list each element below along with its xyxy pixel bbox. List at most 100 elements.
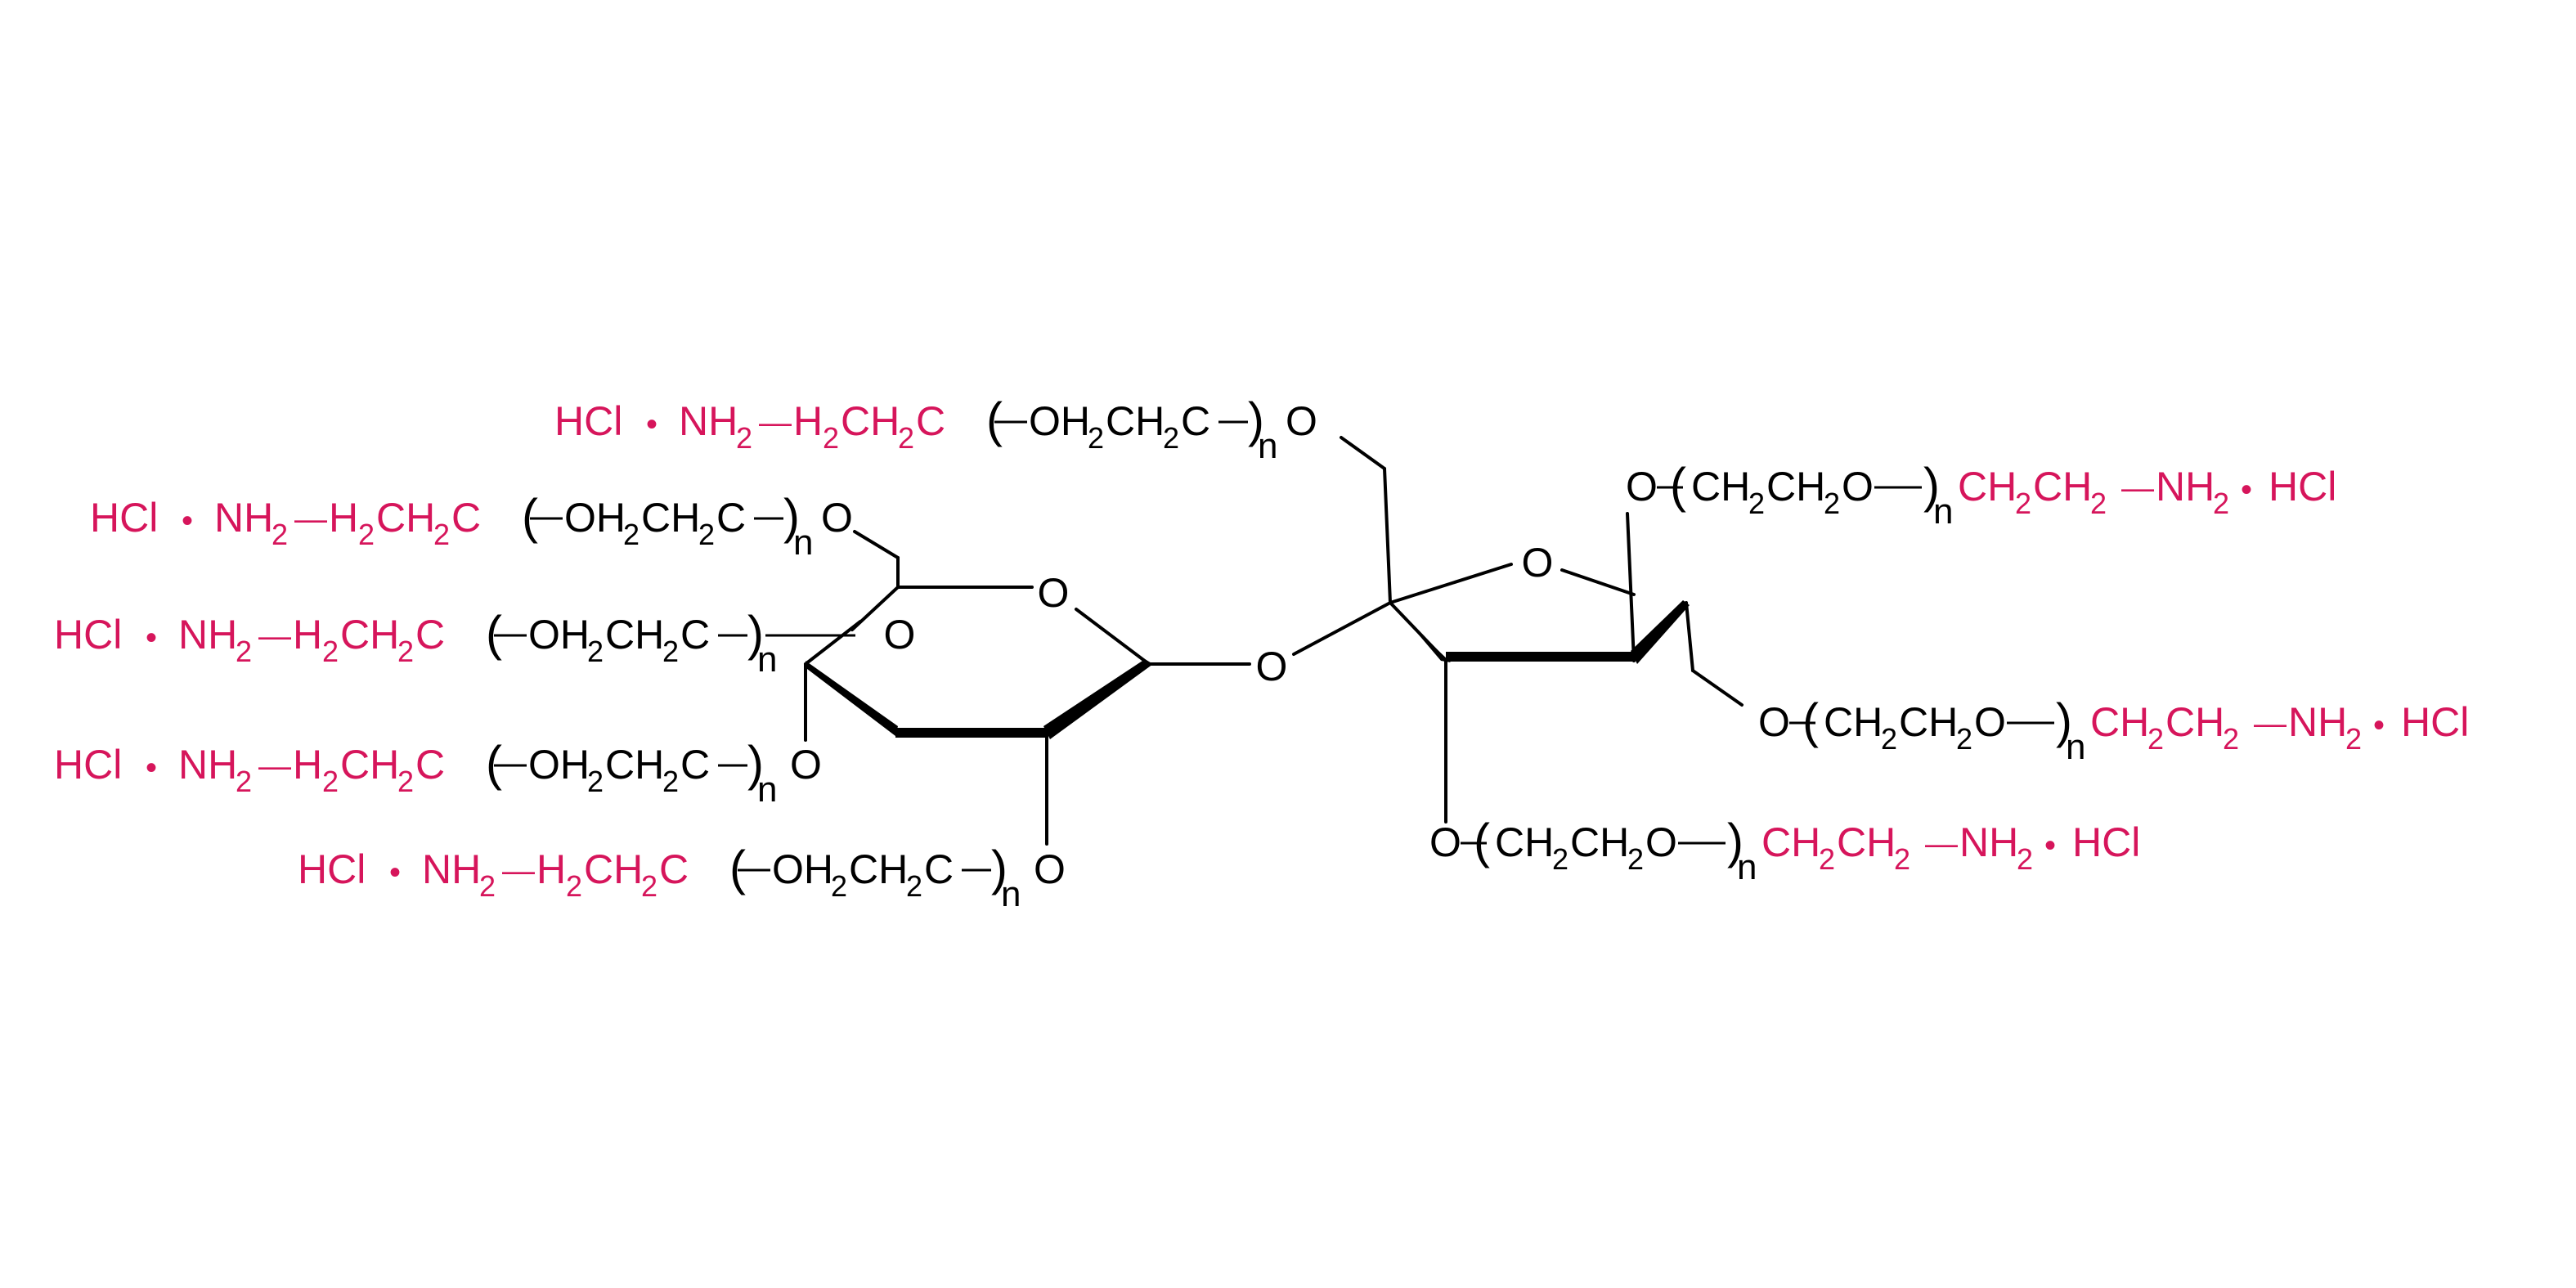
ch-sub: 2 bbox=[2147, 722, 2164, 756]
ring-atoms: O O O O bbox=[884, 540, 1554, 689]
oh-label: OH bbox=[528, 742, 590, 788]
ch-label: CH bbox=[605, 612, 664, 657]
hcl-label: HCl bbox=[90, 495, 158, 541]
bold-bond-c3-c2 bbox=[895, 728, 1047, 738]
open-paren: ( bbox=[1802, 693, 1819, 748]
right-arm-2: O ( CH 2 CH 2 O ) n CH 2 CH 2 — NH 2 • H… bbox=[1758, 693, 2469, 767]
close-paren: ) bbox=[747, 606, 764, 661]
h-label: H bbox=[293, 742, 322, 788]
nh-sub: 2 bbox=[272, 518, 288, 551]
oh-label: OH bbox=[772, 846, 833, 892]
h-sub: 2 bbox=[358, 518, 375, 551]
dot: • bbox=[2373, 707, 2385, 743]
c-label: C bbox=[916, 398, 945, 444]
left-arm-4: HCl • NH 2 — H 2 CH 2 C ( OH 2 CH 2 C ) … bbox=[54, 736, 822, 810]
nh-sub: 2 bbox=[236, 765, 252, 798]
n-sub: n bbox=[757, 640, 777, 680]
bond-dash: — bbox=[258, 618, 291, 654]
oh-label: OH bbox=[564, 495, 626, 541]
ch-label-2: CH bbox=[1570, 819, 1629, 865]
nh-sub: 2 bbox=[2017, 842, 2033, 876]
ch-sub: 2 bbox=[698, 518, 715, 551]
ch-sub: 2 bbox=[641, 869, 657, 903]
peg-unit: ( OH 2 CH 2 C ) n O bbox=[486, 736, 822, 810]
ch-label: CH bbox=[2090, 699, 2149, 745]
bond-c5f-c6f bbox=[1685, 601, 1694, 672]
open-paren: ( bbox=[1474, 814, 1490, 868]
oh-sub: 2 bbox=[831, 869, 847, 903]
arm-suffix: CH 2 CH 2 — NH 2 • HCl bbox=[1958, 464, 2336, 520]
ch-label-2: CH bbox=[1899, 699, 1958, 745]
o-label: O bbox=[1645, 819, 1677, 865]
peg-unit: ( OH 2 CH 2 C ) n O bbox=[522, 489, 853, 563]
ch-sub: 2 bbox=[397, 635, 414, 668]
bond-c5f-o6f bbox=[1626, 512, 1636, 662]
n-sub: n bbox=[793, 523, 813, 563]
oh-sub: 2 bbox=[1088, 421, 1104, 455]
close-paren: ) bbox=[991, 841, 1008, 895]
c-label: C bbox=[716, 495, 746, 541]
h-label: H bbox=[536, 846, 566, 892]
n-sub: n bbox=[2066, 727, 2085, 767]
ch-sub: 2 bbox=[2015, 487, 2031, 520]
bond-o5-c1 bbox=[1075, 608, 1151, 666]
o-label: O bbox=[1974, 699, 2006, 745]
o-label: O bbox=[1842, 464, 1874, 509]
h-sub: 2 bbox=[322, 635, 339, 668]
ch-sub: 2 bbox=[662, 765, 679, 798]
oxygen: O bbox=[1626, 464, 1658, 509]
left-arm-3: HCl • NH 2 — H 2 CH 2 C ( OH 2 CH 2 C ) … bbox=[54, 606, 855, 680]
bond-c1f-o bbox=[1340, 436, 1386, 470]
close-paren: ) bbox=[1248, 393, 1264, 447]
oxygen: O bbox=[1429, 819, 1461, 865]
dot: • bbox=[2241, 472, 2252, 508]
c-label: C bbox=[924, 846, 954, 892]
h-sub: 2 bbox=[823, 421, 839, 455]
bond-o5f-c5f bbox=[1560, 568, 1636, 596]
ch-label: CH bbox=[849, 846, 908, 892]
close-paren: ) bbox=[2056, 693, 2072, 748]
close-paren: ) bbox=[783, 489, 800, 544]
ch-label: CH bbox=[605, 742, 664, 788]
nh-sub: 2 bbox=[736, 421, 752, 455]
hcl-label: HCl bbox=[54, 742, 122, 788]
nh-label: NH bbox=[178, 612, 237, 657]
open-paren: ( bbox=[486, 736, 502, 791]
ch-sub: 2 bbox=[397, 765, 414, 798]
open-paren: ( bbox=[986, 393, 1003, 447]
arm-prefix: HCl • NH 2 — H 2 CH 2 C bbox=[90, 495, 481, 551]
bond-dash: — bbox=[2121, 470, 2154, 506]
close-paren: ) bbox=[747, 736, 764, 791]
wedge-bonds bbox=[806, 599, 1690, 739]
n-sub: n bbox=[1258, 426, 1277, 466]
h-sub: 2 bbox=[566, 869, 582, 903]
n-sub: n bbox=[1001, 874, 1021, 914]
bond-c6-o6 bbox=[853, 530, 900, 559]
wedge-c4f-c5f bbox=[1631, 600, 1690, 664]
arm-prefix: HCl • NH 2 — H 2 CH 2 C bbox=[298, 846, 689, 903]
nh-sub: 2 bbox=[479, 869, 496, 903]
left-arm-1: HCl • NH 2 — H 2 CH 2 C ( OH 2 CH 2 C ) … bbox=[554, 393, 1317, 466]
bond-c2f-c1f bbox=[1383, 467, 1392, 604]
nh-label: NH bbox=[422, 846, 481, 892]
open-paren: ( bbox=[1670, 458, 1686, 513]
nh-label: NH bbox=[679, 398, 738, 444]
ch-sub-2: 2 bbox=[2090, 487, 2107, 520]
peg-unit: O ( CH 2 CH 2 O ) n bbox=[1429, 814, 1757, 887]
open-paren: ( bbox=[522, 489, 538, 544]
ch-label: CH bbox=[584, 846, 643, 892]
wedge-c2-c1 bbox=[1043, 659, 1153, 739]
nh-label: NH bbox=[214, 495, 273, 541]
ch-sub-2: 2 bbox=[1824, 487, 1840, 520]
hcl-label: HCl bbox=[2072, 819, 2140, 865]
ch-label-2: CH bbox=[1766, 464, 1825, 509]
hcl-label: HCl bbox=[2401, 699, 2469, 745]
arm-prefix: HCl • NH 2 — H 2 CH 2 C bbox=[54, 742, 445, 798]
bold-bond-c3f-c4f bbox=[1446, 652, 1634, 662]
oxygen: O bbox=[821, 495, 853, 541]
bonds bbox=[804, 436, 1744, 846]
peg-unit: O ( CH 2 CH 2 O ) n bbox=[1626, 458, 1953, 532]
ch-label: CH bbox=[1495, 819, 1554, 865]
close-paren: ) bbox=[1727, 814, 1744, 868]
